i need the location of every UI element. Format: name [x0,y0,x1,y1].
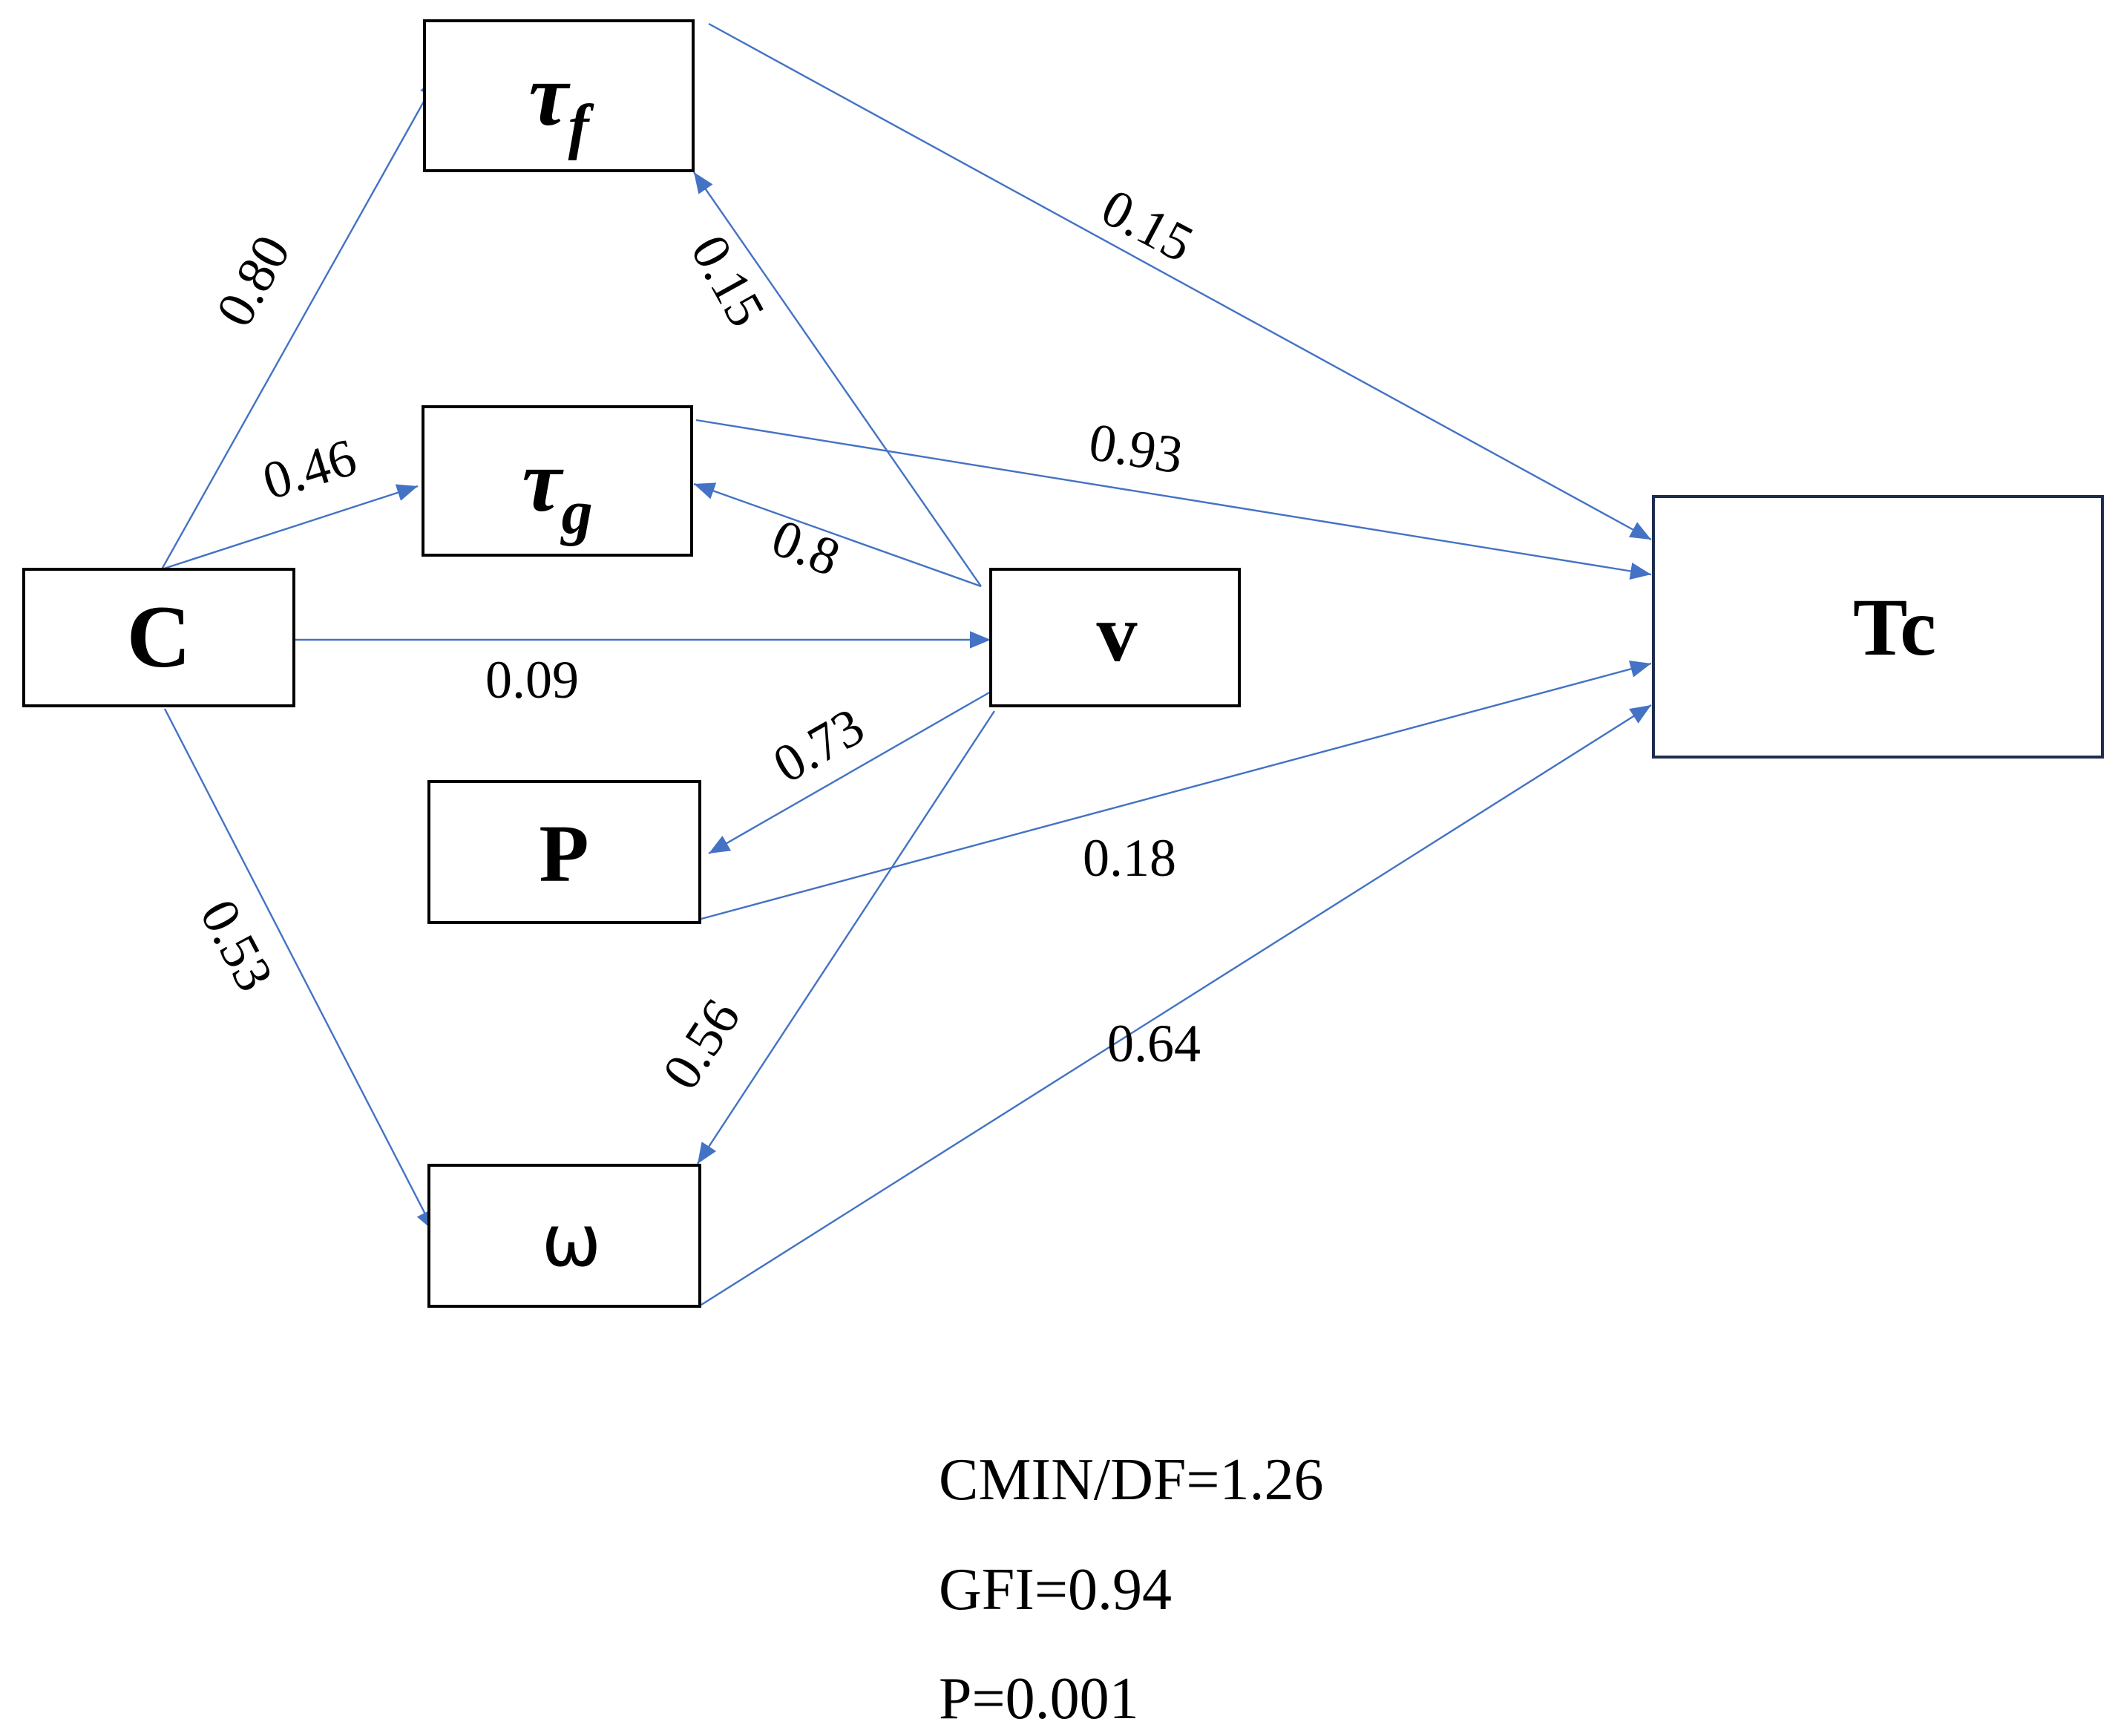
node-tau-g: τg [422,405,693,557]
tau-g-subscript: g [560,478,593,547]
edge-v-to-p [708,690,991,855]
fit-indices: CMIN/DF=1.26 GFI=0.94 P=0.001 [939,1447,1324,1732]
tau-f-base: τ [528,45,571,144]
node-p: P [427,780,701,924]
node-p-label: P [539,808,588,899]
edge-p-to-tc [701,661,1652,920]
edge-c-to-tau-g [161,484,419,571]
edge-omega-to-tc [701,704,1652,1306]
label-v-omega: 0.56 [651,989,752,1099]
node-tau-f: τf [423,19,695,172]
node-c-label: C [127,587,191,686]
tau-g-base: τ [522,431,564,530]
svg-text:τf: τf [528,45,594,161]
node-tc: Tc [1652,495,2104,759]
svg-text:τg: τg [522,431,592,547]
edge-tau-g-to-tc [695,419,1652,580]
label-c-omega: 0.53 [188,890,285,1000]
label-c-tau-f: 0.80 [204,226,301,336]
label-p-tc: 0.18 [1083,828,1176,888]
edges [160,22,1652,1306]
label-tau-g-tc: 0.93 [1085,412,1187,485]
node-omega-label: ω [542,1199,601,1283]
node-c: C [22,568,295,707]
fit-cmin-df: CMIN/DF=1.26 [939,1447,1324,1513]
label-v-tau-f: 0.15 [679,226,776,336]
edge-tau-f-to-tc [708,22,1652,541]
node-omega: ω [427,1164,701,1308]
fit-p: P=0.001 [939,1666,1139,1732]
label-c-v: 0.09 [485,650,579,710]
edge-v-to-tau-f [693,171,982,587]
edge-v-to-tau-g [693,482,982,588]
label-tau-f-tc: 0.15 [1092,177,1203,274]
node-v-label: v [1097,588,1138,678]
node-tc-label: Tc [1853,582,1936,672]
label-v-tau-g: 0.8 [764,508,847,588]
label-c-tau-g: 0.46 [256,427,363,511]
label-v-p: 0.73 [763,696,873,794]
label-omega-tc: 0.64 [1107,1014,1201,1073]
edge-c-to-tau-f [160,76,439,570]
edge-c-to-omega [163,708,436,1232]
edge-v-to-omega [696,710,996,1165]
fit-gfi: GFI=0.94 [939,1557,1172,1622]
node-v: v [989,568,1241,707]
